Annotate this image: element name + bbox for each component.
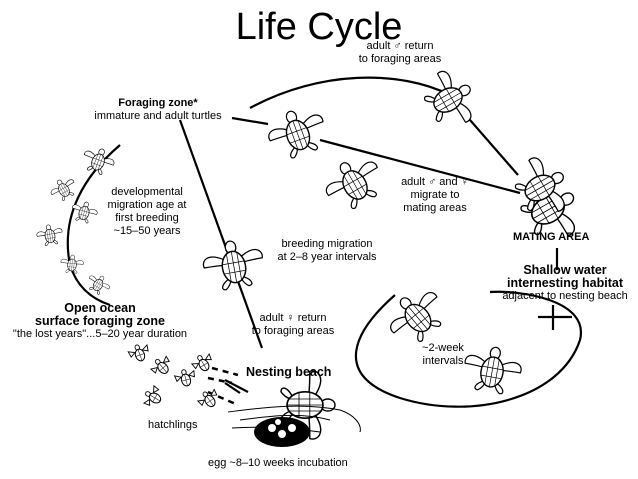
juvenile-turtle-icon	[79, 143, 118, 179]
turtle-icon	[317, 148, 391, 218]
cycle-lines	[66, 76, 582, 408]
juvenile-turtle-icon	[35, 222, 65, 248]
mating-area-label: MATING AREA	[513, 231, 590, 243]
juvenile-turtle-icon	[59, 253, 85, 275]
turtle-icon	[379, 279, 454, 353]
hatchlings-label: hatchlings	[148, 419, 198, 431]
egg-incubation-label: egg ~8–10 weeks incubation	[208, 457, 348, 469]
juvenile-turtle-icon	[47, 173, 80, 205]
nesting-beach-label: Nesting beach	[246, 365, 332, 379]
adults-migrate-label: adult ♂ and ♀ migrate to mating areas	[401, 176, 469, 214]
foraging-zone-label: Foraging zone* immature and adult turtle…	[94, 97, 222, 122]
hatchling-icon	[126, 341, 152, 365]
open-ocean-label: Open ocean surface foraging zone "the lo…	[12, 301, 188, 341]
developmental-label: developmental migration age at first bre…	[107, 186, 187, 237]
turtle-icon	[262, 101, 333, 165]
two-week-intervals-label: ~2-week intervals	[422, 342, 464, 367]
egg-chamber-icon	[254, 417, 310, 447]
hatchling-icon	[173, 366, 198, 389]
page-title: Life Cycle	[235, 6, 403, 48]
shallow-water-label: Shallow water internesting habitat adjac…	[502, 263, 628, 303]
turtle-icon	[199, 235, 268, 294]
breeding-migration-label: breeding migration at 2–8 year intervals	[277, 238, 377, 263]
hatchling-icon	[195, 386, 223, 413]
adult-female-return-label: adult ♀ return to foraging areas	[251, 312, 335, 337]
adult-male-return-label: adult ♂ return to foraging areas	[358, 40, 442, 65]
hatchling-icon	[148, 352, 176, 380]
hatchling-icon	[140, 383, 166, 411]
